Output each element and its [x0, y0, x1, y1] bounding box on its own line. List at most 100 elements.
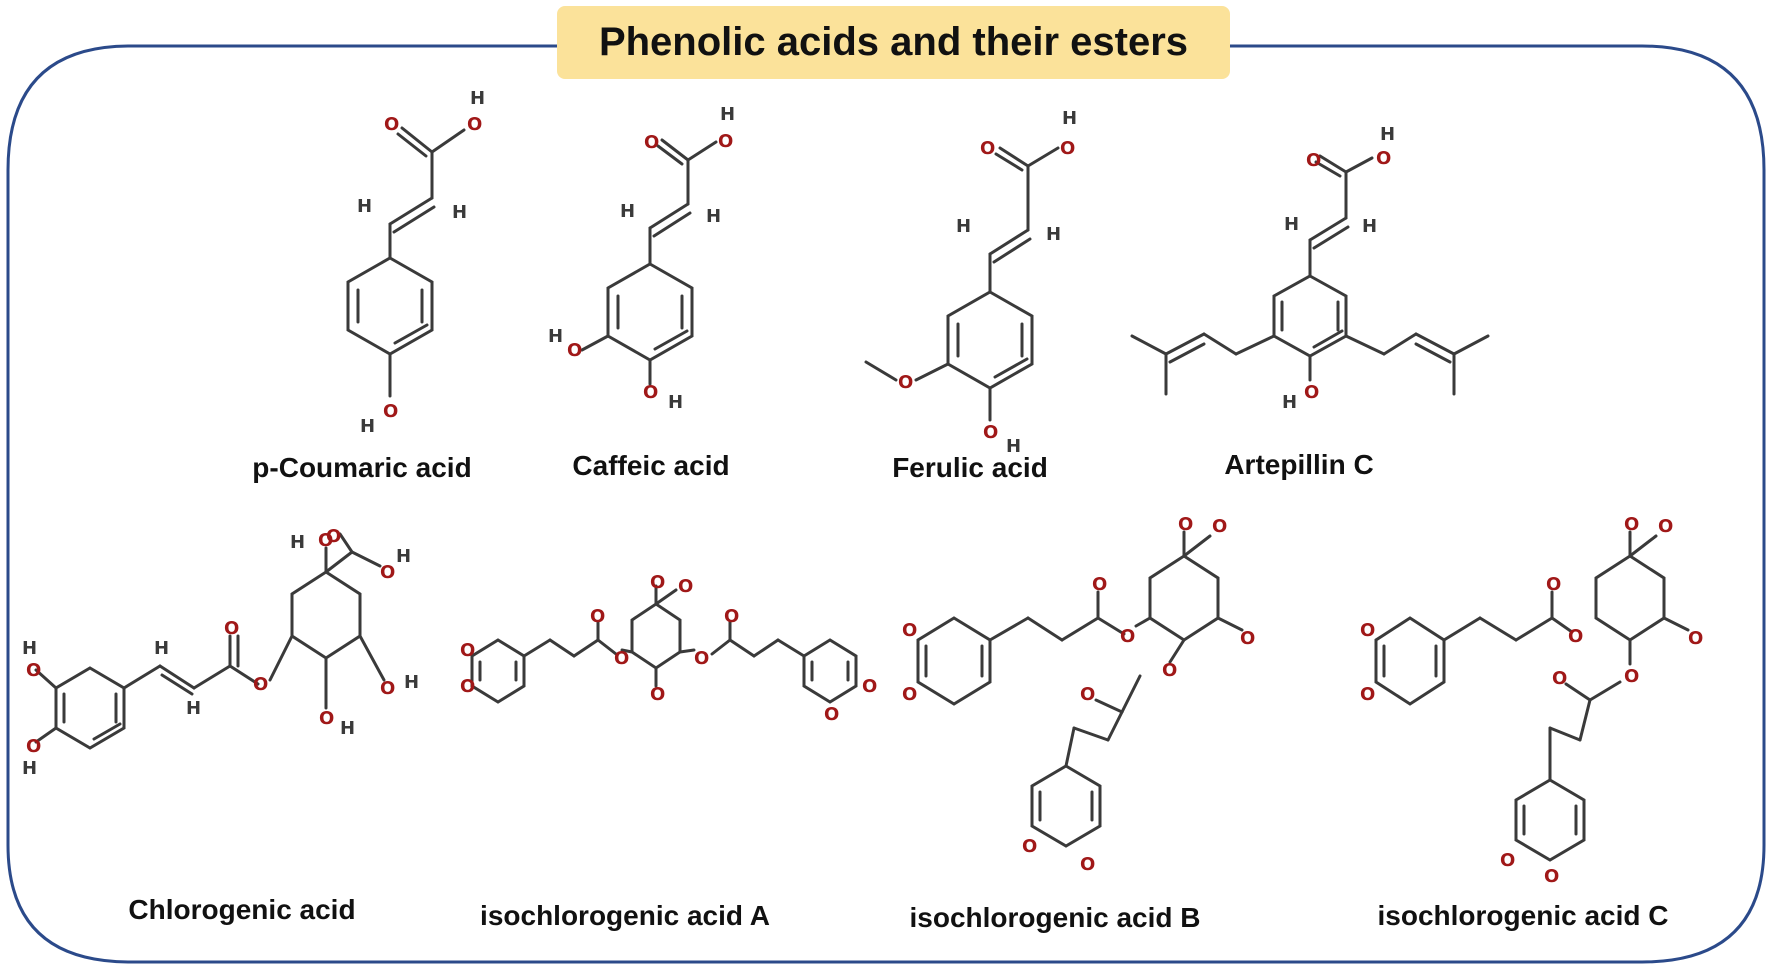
svg-text:O: O [1240, 628, 1255, 649]
svg-text:H: H [720, 104, 735, 125]
svg-text:O: O [1500, 850, 1515, 871]
svg-text:O: O [1022, 836, 1037, 857]
structure-ferulic-acid: O O H H H O O H [864, 108, 1077, 457]
svg-text:O: O [862, 676, 877, 697]
svg-text:H: H [22, 758, 37, 779]
svg-text:H: H [186, 698, 201, 719]
svg-text:O: O [253, 674, 268, 695]
svg-text:O: O [678, 576, 693, 597]
label-isochlorogenic-acid-a: isochlorogenic acid A [480, 900, 770, 931]
svg-text:H: H [290, 532, 305, 553]
svg-text:O: O [983, 422, 998, 443]
svg-text:H: H [22, 638, 37, 659]
svg-text:O: O [1080, 684, 1095, 705]
svg-text:O: O [650, 684, 665, 705]
svg-text:O: O [718, 131, 733, 152]
svg-text:O: O [380, 562, 395, 583]
svg-text:O: O [1178, 514, 1193, 535]
label-caffeic-acid: Caffeic acid [572, 450, 730, 481]
svg-text:O: O [1376, 148, 1391, 169]
svg-text:O: O [1624, 514, 1639, 535]
svg-text:O: O [319, 708, 334, 729]
svg-text:O: O [980, 138, 995, 159]
svg-text:O: O [1120, 626, 1135, 647]
svg-text:O: O [467, 114, 482, 135]
svg-text:O: O [326, 526, 341, 547]
svg-text:H: H [452, 202, 467, 223]
svg-text:H: H [470, 88, 485, 109]
label-artepillin-c: Artepillin C [1224, 449, 1374, 480]
svg-text:O: O [1212, 516, 1227, 537]
label-p-coumaric-acid: p-Coumaric acid [252, 452, 472, 483]
label-ferulic-acid: Ferulic acid [892, 452, 1048, 483]
structure-p-coumaric-acid: O O H H H O H [346, 88, 485, 437]
svg-text:O: O [1060, 138, 1075, 159]
svg-text:H: H [1006, 436, 1021, 457]
svg-text:O: O [26, 660, 41, 681]
label-isochlorogenic-acid-b: isochlorogenic acid B [909, 902, 1201, 933]
svg-text:H: H [1362, 216, 1377, 237]
svg-text:H: H [1062, 108, 1077, 129]
svg-text:H: H [956, 216, 971, 237]
svg-text:O: O [460, 640, 475, 661]
svg-text:O: O [1544, 866, 1559, 887]
structure-caffeic-acid: O O H H H H O O H [548, 104, 735, 413]
svg-text:O: O [383, 401, 398, 422]
svg-text:O: O [694, 648, 709, 669]
title-banner: Phenolic acids and their esters [557, 6, 1230, 79]
svg-text:O: O [724, 606, 739, 627]
svg-text:O: O [590, 606, 605, 627]
svg-text:O: O [1568, 626, 1583, 647]
svg-text:O: O [380, 678, 395, 699]
svg-text:H: H [706, 206, 721, 227]
svg-text:O: O [650, 572, 665, 593]
structure-chlorogenic-acid: O O H H O H O O H O H O H H O O H [22, 526, 419, 779]
svg-text:O: O [1306, 150, 1321, 171]
svg-text:O: O [384, 114, 399, 135]
svg-text:O: O [1624, 666, 1639, 687]
svg-text:O: O [1092, 574, 1107, 595]
svg-text:O: O [460, 676, 475, 697]
svg-text:O: O [224, 618, 239, 639]
svg-text:O: O [26, 736, 41, 757]
svg-text:H: H [1284, 214, 1299, 235]
svg-text:O: O [644, 132, 659, 153]
svg-text:O: O [1304, 382, 1319, 403]
svg-text:O: O [1552, 668, 1567, 689]
svg-text:O: O [614, 648, 629, 669]
svg-text:O: O [902, 684, 917, 705]
svg-text:O: O [1080, 854, 1095, 875]
svg-text:O: O [824, 704, 839, 725]
svg-text:H: H [620, 201, 635, 222]
structure-isochlorogenic-acid-b: O O O O O O O O O O O [902, 514, 1255, 875]
svg-text:H: H [548, 326, 563, 347]
structure-isochlorogenic-acid-a: O O O O O O O O O O O [460, 572, 877, 725]
svg-text:O: O [1546, 574, 1561, 595]
structure-isochlorogenic-acid-c: O O O O O O O O O O O [1360, 514, 1703, 887]
svg-text:O: O [1360, 684, 1375, 705]
svg-text:H: H [360, 416, 375, 437]
svg-text:H: H [396, 546, 411, 567]
svg-text:O: O [902, 620, 917, 641]
svg-text:H: H [668, 392, 683, 413]
svg-text:H: H [154, 638, 169, 659]
svg-text:O: O [318, 530, 333, 551]
svg-text:H: H [357, 196, 372, 217]
svg-text:O: O [1658, 516, 1673, 537]
svg-text:H: H [404, 672, 419, 693]
svg-text:O: O [567, 340, 582, 361]
svg-text:O: O [898, 372, 913, 393]
label-chlorogenic-acid: Chlorogenic acid [128, 894, 356, 925]
svg-text:O: O [1360, 620, 1375, 641]
svg-text:H: H [1046, 224, 1061, 245]
label-isochlorogenic-acid-c: isochlorogenic acid C [1377, 900, 1669, 931]
svg-text:O: O [1688, 628, 1703, 649]
svg-text:H: H [1380, 124, 1395, 145]
structure-artepillin-c: O O H H H O H [1130, 124, 1490, 413]
svg-text:O: O [1162, 660, 1177, 681]
svg-text:O: O [643, 382, 658, 403]
svg-text:H: H [1282, 392, 1297, 413]
svg-text:H: H [340, 718, 355, 739]
